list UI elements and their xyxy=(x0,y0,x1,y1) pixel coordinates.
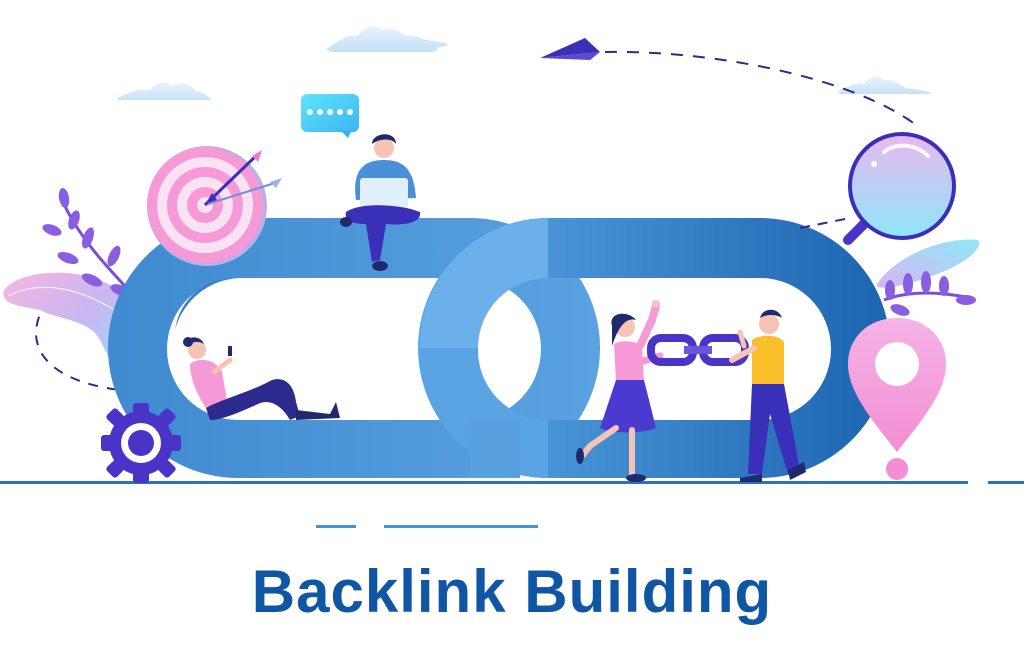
dashed-trail xyxy=(604,50,921,129)
leaves-icon xyxy=(42,188,140,302)
leaves-icon xyxy=(883,271,976,316)
wave-decoration xyxy=(3,272,135,390)
gear-icon xyxy=(101,403,181,483)
dashed-line xyxy=(799,217,851,229)
cloud-icon xyxy=(326,25,448,52)
cloud-icon xyxy=(118,82,212,100)
chat-bubble-icon xyxy=(301,94,359,138)
location-pin-icon xyxy=(848,318,946,480)
man-holding-chain xyxy=(729,309,806,482)
magnifying-glass-icon xyxy=(843,132,956,245)
page-title: Backlink Building xyxy=(251,558,773,625)
woman-with-phone xyxy=(183,337,340,420)
ground-line xyxy=(0,481,968,484)
chain-link-left-overlap xyxy=(470,420,520,478)
man-with-laptop xyxy=(340,134,421,271)
divider-long xyxy=(384,525,538,528)
ground-line-segment xyxy=(988,481,1024,484)
chain-link-left xyxy=(108,218,600,478)
divider-short xyxy=(316,525,356,528)
paper-plane-icon xyxy=(540,38,600,60)
dartboard-icon xyxy=(147,146,282,266)
dashed-loop xyxy=(35,299,121,391)
cloud-icon xyxy=(838,76,931,94)
feather-decoration xyxy=(876,239,979,288)
